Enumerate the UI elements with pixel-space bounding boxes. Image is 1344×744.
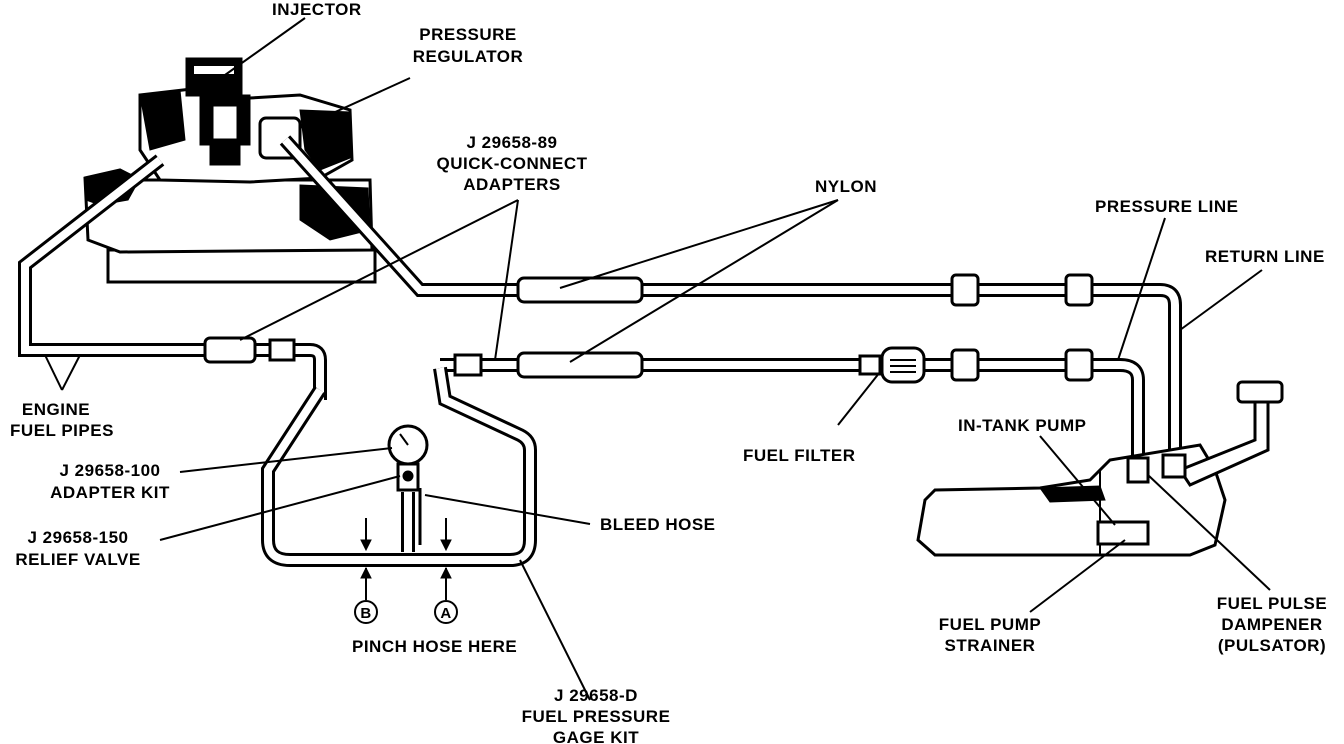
label-relief-valve-1: J 29658-150 (28, 528, 129, 547)
injector-body (185, 57, 243, 97)
leader-lines (44, 17, 1271, 701)
marker-a: A (440, 605, 451, 622)
label-injector: INJECTOR (272, 0, 362, 19)
label-pressure-line: PRESSURE LINE (1095, 197, 1238, 216)
label-fuel-pulse-dampener-3: (PULSATOR) (1218, 636, 1326, 655)
label-fuel-pulse-dampener-2: DAMPENER (1221, 615, 1322, 634)
label-relief-valve-2: RELIEF VALVE (15, 550, 140, 569)
label-fuel-pump-strainer-1: FUEL PUMP (939, 615, 1041, 634)
fuel-lines (18, 135, 1182, 460)
fuel-filter (880, 346, 926, 384)
label-gage-kit-2: FUEL PRESSURE (522, 707, 671, 726)
label-adapter-kit-1: J 29658-100 (60, 461, 161, 480)
label-engine-fuel-pipes-1: ENGINE (22, 400, 90, 419)
label-quick-connect-3: ADAPTERS (463, 175, 561, 194)
marker-b: B (360, 605, 371, 622)
nylon-sections (203, 276, 644, 379)
gage-kit-hose (261, 366, 537, 567)
label-fuel-pulse-dampener-1: FUEL PULSE (1217, 594, 1327, 613)
label-quick-connect-2: QUICK-CONNECT (437, 154, 588, 173)
label-fuel-pump-strainer-2: STRAINER (945, 636, 1036, 655)
labels: INJECTOR PRESSURE REGULATOR J 29658-89 Q… (10, 0, 1327, 744)
label-adapter-kit-2: ADAPTER KIT (50, 483, 170, 502)
label-in-tank-pump: IN-TANK PUMP (958, 416, 1086, 435)
fuel-tank (916, 380, 1284, 557)
label-fuel-filter: FUEL FILTER (743, 446, 856, 465)
label-engine-fuel-pipes-2: FUEL PIPES (10, 421, 114, 440)
label-gage-kit-3: GAGE KIT (553, 728, 639, 744)
line-connectors (858, 273, 1094, 382)
pressure-gage (387, 424, 429, 492)
label-pinch-hose: PINCH HOSE HERE (352, 637, 517, 656)
label-quick-connect-1: J 29658-89 (466, 133, 557, 152)
pinch-markers: B A (354, 518, 458, 624)
label-bleed-hose: BLEED HOSE (600, 515, 716, 534)
label-pressure-regulator-2: REGULATOR (413, 47, 524, 66)
label-return-line: RETURN LINE (1205, 247, 1325, 266)
label-gage-kit-1: J 29658-D (554, 686, 638, 705)
label-pressure-regulator-1: PRESSURE (419, 25, 517, 44)
throttle-body-assembly (83, 57, 377, 284)
label-nylon: NYLON (815, 177, 877, 196)
